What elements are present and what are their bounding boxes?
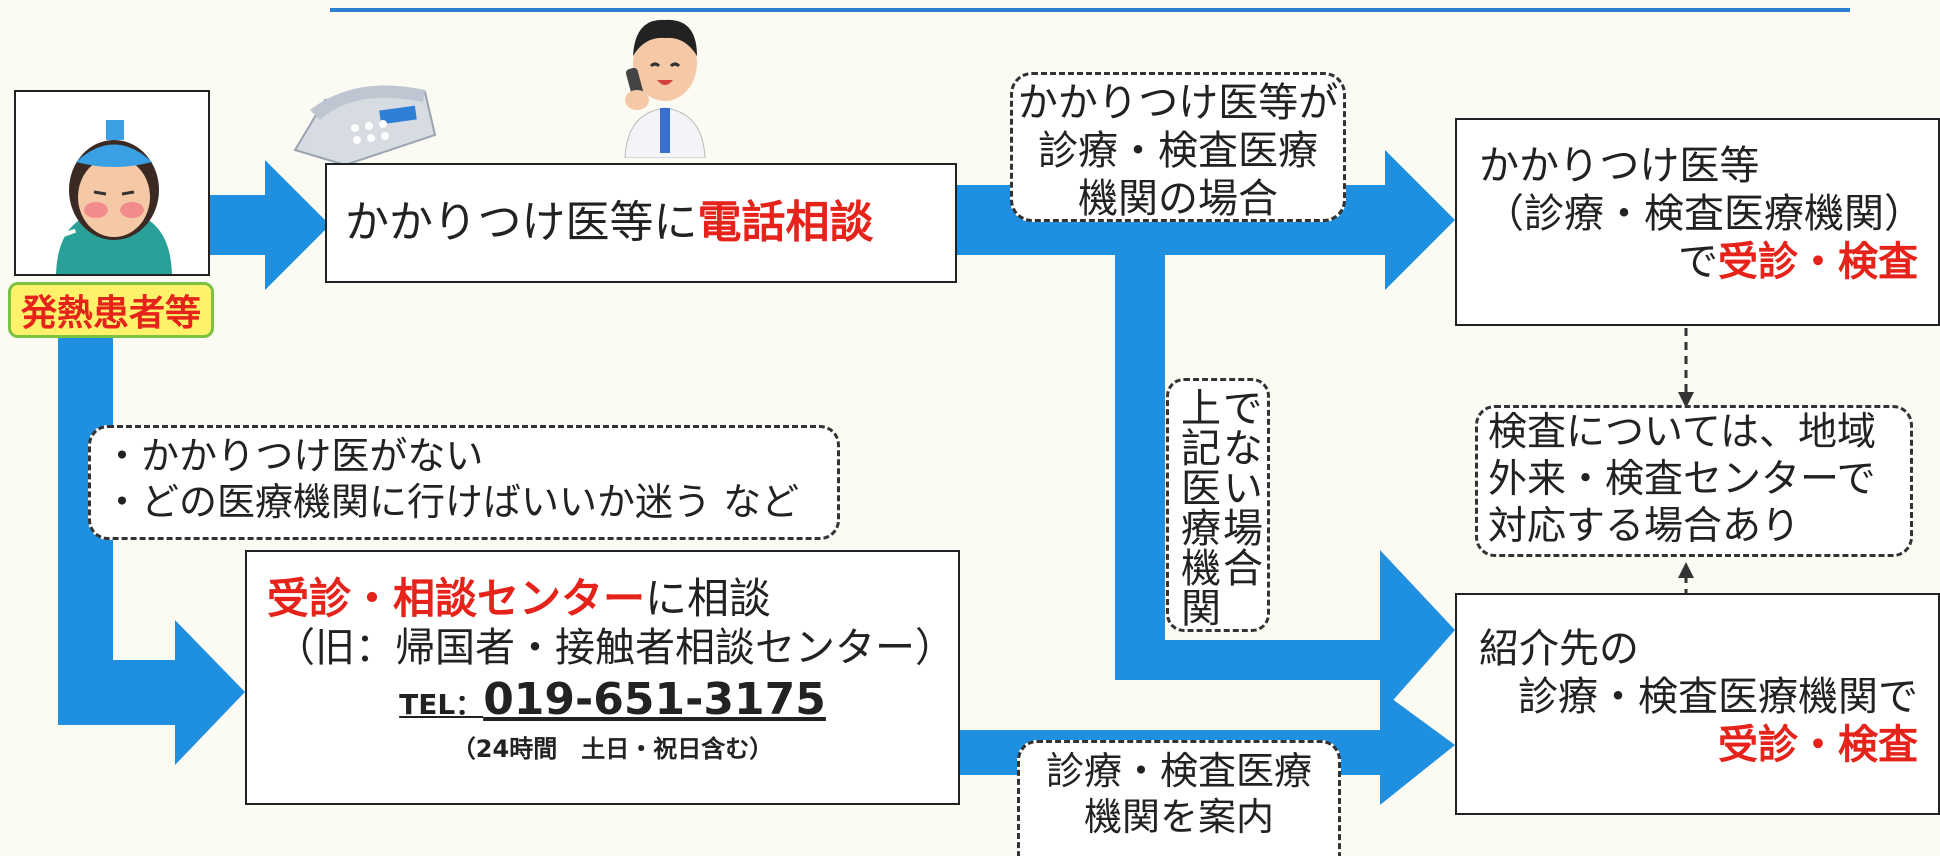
arrow-patient-to-phone	[205, 160, 330, 290]
tel-label: TEL：	[399, 688, 484, 722]
test-center-note: 検査については、地域 外来・検査センターで 対応する場合あり	[1475, 405, 1913, 557]
result-bottom-line-1: 紹介先の	[1479, 626, 1639, 672]
phone-consult-highlight: 電話相談	[697, 196, 874, 248]
branch-bottom-line-1: 診療・検査医療	[1045, 749, 1312, 793]
branch-bottom-note: 診療・検査医療 機関を案内	[1017, 740, 1341, 856]
result-top-highlight: 受診・検査	[1718, 239, 1918, 285]
branch-bottom-line-2: 機関を案内	[1083, 794, 1274, 839]
result-bottom-line-2: 診療・検査医療機関で	[1518, 674, 1918, 720]
dashed-arrowhead-up	[1678, 562, 1694, 578]
result-top-prefix: で	[1678, 239, 1718, 285]
branch-top-line-3: 機関の場合	[1078, 176, 1278, 222]
branch-vertical-note: 上記医療機関 でない場合	[1166, 378, 1270, 632]
consult-center-highlight: 受診・相談センター	[267, 574, 646, 623]
no-doctor-line-2: ・どの医療機関に行けばいいか迷う など	[103, 479, 800, 524]
consult-center-suffix: に相談	[645, 574, 772, 623]
result-top-line-2: （診療・検査医療機関）	[1484, 191, 1924, 237]
arrow-left-to-center	[58, 620, 245, 765]
result-top-box: かかりつけ医等 （診療・検査医療機関） で受診・検査	[1455, 118, 1940, 326]
consult-center-hours: （24時間 土日・祝日含む）	[451, 735, 774, 764]
tel-number: 019-651-3175	[483, 674, 826, 726]
result-bottom-box: 紹介先の 診療・検査医療機関で 受診・検査	[1455, 593, 1940, 815]
branch-vertical-line-2: でない場合	[1216, 387, 1262, 587]
test-center-line-3: 対応する場合あり	[1488, 503, 1801, 549]
branch-top-line-2: 診療・検査医療	[1038, 128, 1318, 174]
telephone-icon	[293, 85, 437, 167]
result-bottom-highlight: 受診・検査	[1718, 722, 1918, 768]
no-doctor-line-1: ・かかりつけ医がない	[103, 434, 484, 478]
branch-top-note: かかりつけ医等が 診療・検査医療 機関の場合	[1010, 72, 1346, 222]
result-top-line-1: かかりつけ医等	[1479, 143, 1760, 189]
arrow-trunk-to-result-bottom	[1115, 550, 1455, 715]
no-doctor-note: ・かかりつけ医がない ・どの医療機関に行けばいいか迷う など	[88, 425, 840, 540]
consult-center-old-name: （旧：帰国者・接触者相談センター）	[275, 625, 955, 672]
trunk-vertical-right	[1115, 250, 1165, 680]
patient-label: 発熱患者等	[20, 293, 201, 334]
branch-top-line-1: かかりつけ医等が	[1017, 80, 1339, 126]
doctor-icon	[624, 19, 706, 158]
phone-consult-box: かかりつけ医等に電話相談	[325, 163, 957, 283]
dashed-arrowhead-down	[1678, 392, 1694, 408]
branch-vertical-line-1: 上記医療機関	[1174, 387, 1220, 627]
sick-person-icon	[56, 120, 172, 274]
test-center-line-1: 検査については、地域	[1488, 410, 1877, 455]
patient-label-badge: 発熱患者等	[8, 282, 214, 338]
test-center-line-2: 外来・検査センターで	[1488, 456, 1876, 502]
top-frame-line	[330, 0, 1850, 12]
patient-illustration	[14, 90, 210, 276]
consult-center-box: 受診・相談センターに相談 （旧：帰国者・接触者相談センター） TEL：019-6…	[245, 550, 960, 805]
phone-consult-text: かかりつけ医等に	[345, 196, 698, 248]
